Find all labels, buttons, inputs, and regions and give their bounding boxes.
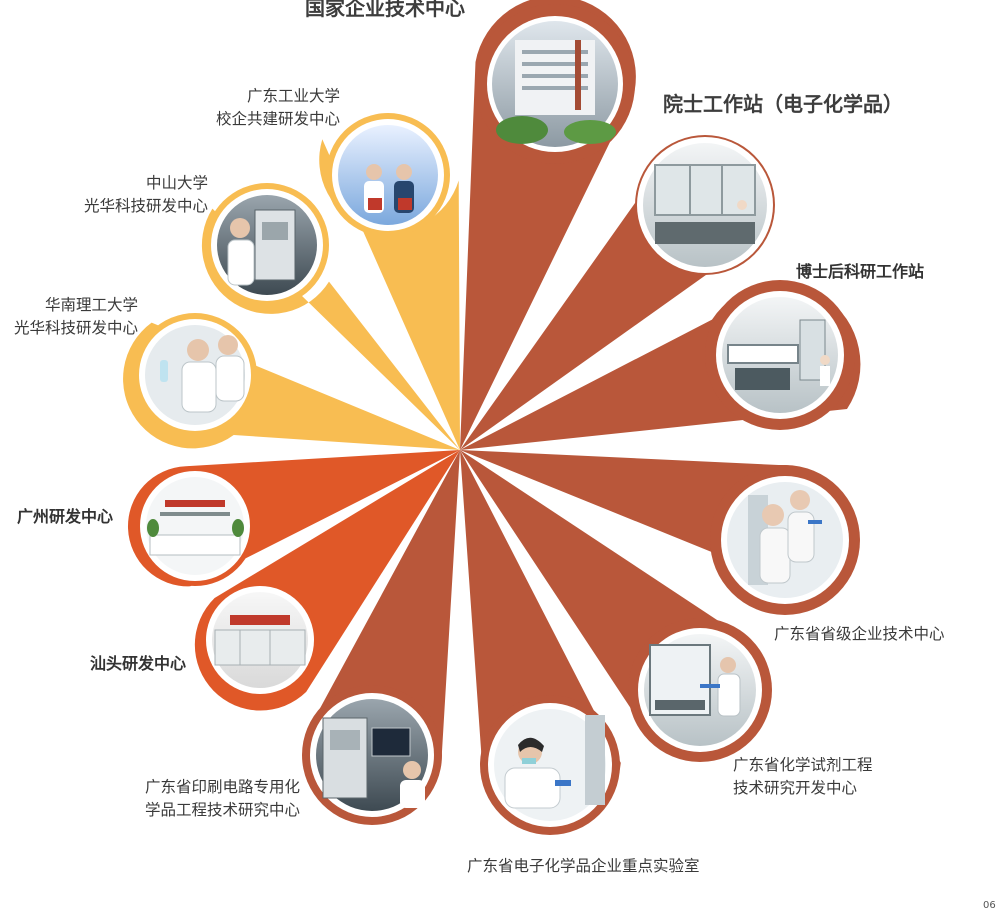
label-reagent: 广东省化学试剂工程 技术研究开发中心 <box>733 754 873 800</box>
photo-laboratory-glass-room <box>637 137 773 273</box>
label-gdut-line2: 校企共建研发中心 <box>215 110 340 128</box>
label-sysu-line1: 中山大学 <box>145 174 208 192</box>
label-guangzhou-rd: 广州研发中心 <box>17 507 114 526</box>
photo-fume-hood-lab <box>638 628 762 752</box>
label-scut: 华南理工大学 光华科技研发中心 <box>0 294 138 340</box>
label-postdoc-station: 博士后科研工作站 <box>796 262 925 281</box>
label-sysu: 中山大学 光华科技研发中心 <box>60 172 208 218</box>
label-gdut: 广东工业大学 校企共建研发中心 <box>192 85 340 131</box>
photo-microscope-station <box>310 693 434 817</box>
label-academician-station: 院士工作站（电子化学品） <box>663 92 903 116</box>
photo-lab-benches <box>716 291 844 419</box>
photo-sysu-instrument <box>211 189 323 301</box>
label-scut-line2: 光华科技研发中心 <box>13 319 138 337</box>
photo-gdut-signing <box>332 119 444 231</box>
label-provincial-center: 广东省省级企业技术中心 <box>774 625 945 643</box>
label-pcb-line1: 广东省印刷电路专用化 <box>144 778 300 796</box>
photo-researchers-lab <box>721 476 849 604</box>
label-scut-line1: 华南理工大学 <box>44 296 138 314</box>
photo-scut-researchers <box>139 319 251 431</box>
photo-researcher-pipette <box>488 703 612 827</box>
label-national-center: 国家企业技术中心 <box>305 0 465 20</box>
photo-guangzhou-reception <box>140 471 250 581</box>
label-sysu-line2: 光华科技研发中心 <box>83 197 208 215</box>
label-shantou-rd: 汕头研发中心 <box>90 654 187 673</box>
photo-office-building <box>487 16 623 152</box>
label-key-lab: 广东省电子化学品企业重点实验室 <box>467 857 700 875</box>
photo-shantou-lobby <box>206 586 314 694</box>
label-pcb: 广东省印刷电路专用化 学品工程技术研究中心 <box>118 776 300 822</box>
label-pcb-line2: 学品工程技术研究中心 <box>144 801 300 819</box>
label-gdut-line1: 广东工业大学 <box>246 87 340 105</box>
label-reagent-line1: 广东省化学试剂工程 <box>733 756 873 774</box>
label-reagent-line2: 技术研究开发中心 <box>733 779 858 797</box>
page-number: 06 <box>983 900 996 911</box>
